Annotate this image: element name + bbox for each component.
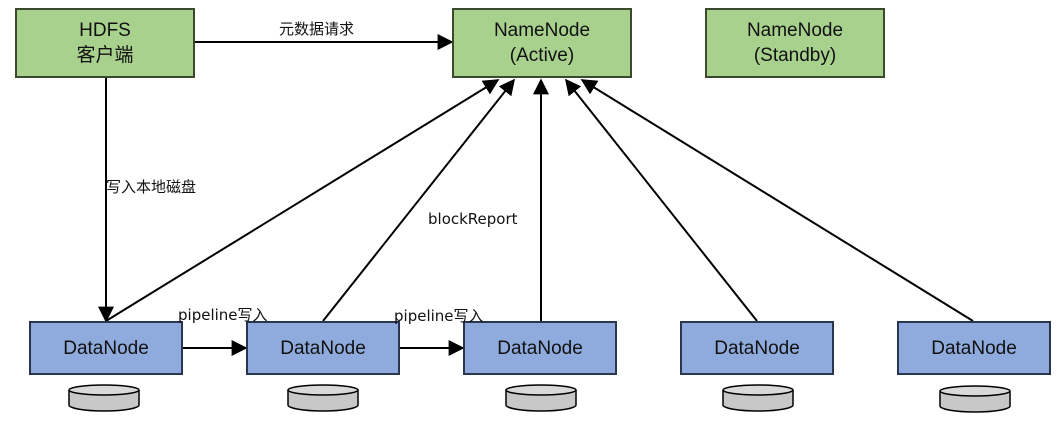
namenode-standby-line1: NameNode xyxy=(746,20,844,41)
disk-icon xyxy=(68,384,140,412)
arrow-report-datanode-1 xyxy=(105,79,500,322)
arrow-report-datanode-4 xyxy=(565,78,758,322)
disk-icon xyxy=(287,384,359,412)
datanode-box-5[interactable]: DataNode xyxy=(897,321,1051,375)
datanode-label: DataNode xyxy=(63,337,149,359)
datanode-label: DataNode xyxy=(714,337,800,359)
namenode-active-line2: (Active) xyxy=(509,45,575,66)
datanode-box-3[interactable]: DataNode xyxy=(463,321,617,375)
disk-icon xyxy=(939,385,1011,413)
label-pipeline-write-2: pipeline写入 xyxy=(394,307,484,325)
disk-icon xyxy=(722,384,794,412)
datanode-label: DataNode xyxy=(931,337,1017,359)
disk-icon xyxy=(505,384,577,412)
arrow-report-datanode-2 xyxy=(322,78,515,322)
namenode-standby-box[interactable]: NameNode (Standby) xyxy=(705,8,885,78)
datanode-box-1[interactable]: DataNode xyxy=(29,321,183,375)
datanode-box-4[interactable]: DataNode xyxy=(680,321,834,375)
datanode-box-2[interactable]: DataNode xyxy=(246,321,400,375)
datanode-label: DataNode xyxy=(497,337,583,359)
label-write-local-disk: 写入本地磁盘 xyxy=(106,178,197,196)
namenode-active-box[interactable]: NameNode (Active) xyxy=(452,8,632,78)
hdfs-client-box[interactable]: HDFS 客户端 xyxy=(15,8,195,78)
arrow-report-datanode-5 xyxy=(580,79,974,322)
hdfs-client-line2: 客户端 xyxy=(76,45,134,66)
hdfs-client-line1: HDFS xyxy=(79,20,131,41)
datanode-label: DataNode xyxy=(280,337,366,359)
label-pipeline-write-1: pipeline写入 xyxy=(178,306,268,324)
namenode-standby-line2: (Standby) xyxy=(753,45,837,66)
namenode-active-line1: NameNode xyxy=(493,20,591,41)
label-metadata-request: 元数据请求 xyxy=(279,20,355,38)
label-block-report: blockReport xyxy=(428,210,518,228)
